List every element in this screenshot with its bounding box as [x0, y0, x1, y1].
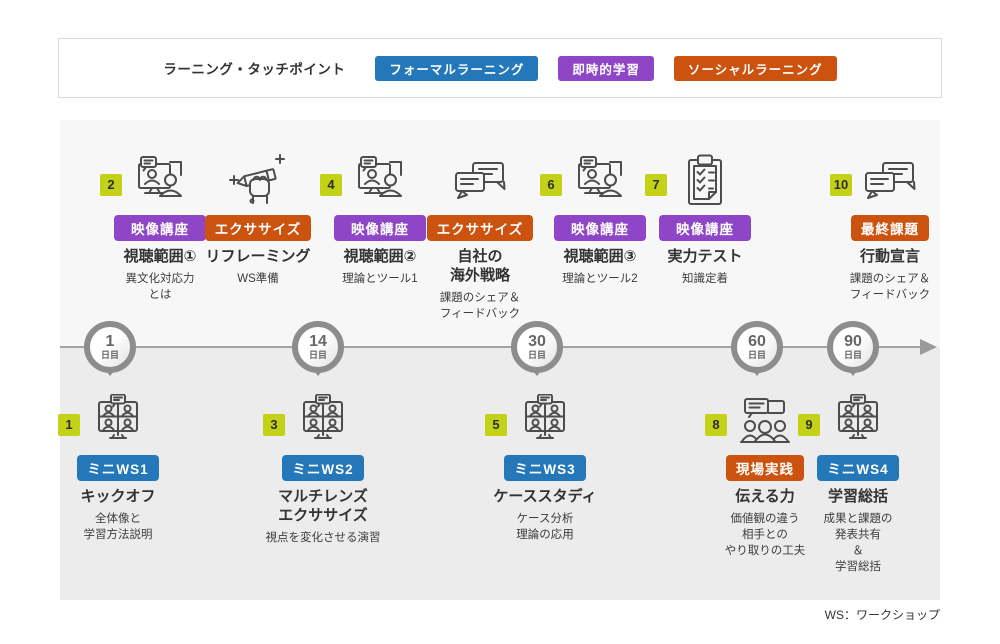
item-desc: ケース分析 理論の応用	[516, 512, 574, 541]
item-title: 行動宣言	[859, 248, 920, 265]
milestone-circle: 30 日目	[511, 321, 563, 373]
chat-bubbles-icon	[861, 148, 919, 208]
timeline-item-ws3: 5 ミニWS3 ケーススタディ ケース分析 理論の応用	[470, 388, 620, 543]
step-number-badge: 2	[100, 174, 122, 196]
milestone-day-90: 90 日目	[827, 321, 879, 376]
group-discussion-icon	[733, 388, 797, 448]
timeline-item-ws2: 3 ミニWS2 マルチレンズ エクササイズ 視点を変化させる演習	[248, 388, 398, 546]
milestone-number: 90	[844, 333, 862, 350]
item-title: 視聴範囲③	[563, 248, 637, 265]
milestone-circle: 14 日目	[292, 321, 344, 373]
item-title: 視聴範囲①	[123, 248, 197, 265]
timeline-item-exercise-1: エクササイズ リフレーミング WS準備	[183, 148, 333, 287]
milestone-number: 14	[309, 333, 327, 350]
timeline-item-exercise-2: エクササイズ 自社の 海外戦略 課題のシェア＆ フィードバック	[405, 148, 555, 322]
item-desc: 成果と課題の 発表共有 ＆ 学習総括	[823, 512, 893, 574]
category-badge: 映像講座	[114, 215, 206, 241]
video-lecture-icon	[129, 148, 191, 208]
timeline-item-video-2: 4 映像講座 視聴範囲② 理論とツール1	[305, 148, 455, 287]
legend-badge-social-learning: ソーシャルラーニング	[673, 55, 837, 81]
item-desc: 知識定着	[682, 272, 728, 285]
milestone-number: 1	[105, 333, 115, 350]
item-desc: 視点を変化させる演習	[265, 531, 381, 544]
legend-bar: ラーニング・タッチポイント フォーマルラーニング 即時的学習 ソーシャルラーニン…	[58, 38, 942, 98]
item-desc: 理論とツール2	[562, 272, 638, 285]
item-title: 実力テスト	[667, 248, 743, 265]
hand-pencil-icon	[228, 148, 288, 208]
milestone-day-60: 60 日目	[731, 321, 783, 376]
milestone-number: 60	[748, 333, 766, 350]
step-number-badge: 1	[58, 414, 80, 436]
timeline-item-final-task: 10 最終課題 行動宣言 課題のシェア＆ フィードバック	[815, 148, 965, 303]
video-lecture-icon	[569, 148, 631, 208]
step-number-badge: 4	[320, 174, 342, 196]
legend-badge-instant-learning: 即時的学習	[558, 55, 654, 81]
step-number-badge: 6	[540, 174, 562, 196]
milestone-day-30: 30 日目	[511, 321, 563, 376]
category-badge: ミニWS1	[77, 455, 159, 481]
item-desc: 異文化対応力 とは	[125, 272, 195, 301]
item-title: 学習総括	[827, 488, 888, 505]
milestone-number: 30	[528, 333, 546, 350]
video-lecture-icon	[349, 148, 411, 208]
timeline-item-video-1: 2 映像講座 視聴範囲① 異文化対応力 とは	[85, 148, 235, 303]
item-title: 伝える力	[735, 488, 795, 505]
category-badge: 現場実践	[726, 455, 804, 481]
step-number-badge: 10	[830, 174, 852, 196]
clipboard-check-icon	[680, 148, 730, 208]
milestone-circle: 60 日目	[731, 321, 783, 373]
item-desc: 価値観の違う 相手との やり取りの工夫	[724, 512, 806, 557]
milestone-unit: 日目	[308, 350, 327, 360]
category-badge: エクササイズ	[204, 215, 312, 241]
category-badge: ミニWS3	[504, 455, 586, 481]
step-number-badge: 5	[485, 414, 507, 436]
ws-footnote: WS：ワークショップ	[824, 608, 940, 622]
item-desc: 課題のシェア＆ フィードバック	[439, 291, 521, 320]
step-number-badge: 3	[263, 414, 285, 436]
legend-badge-formal-learning: フォーマルラーニング	[375, 55, 539, 81]
timeline-item-ws4: 9 ミニWS4 学習総括 成果と課題の 発表共有 ＆ 学習総括	[783, 388, 933, 575]
timeline-item-field-practice: 8 現場実践 伝える力 価値観の違う 相手との やり取りの工夫	[690, 388, 840, 559]
milestone-unit: 日目	[843, 350, 862, 360]
item-title: マルチレンズ エクササイズ	[278, 488, 368, 524]
timeline-item-test: 7 映像講座 実力テスト 知識定着	[630, 148, 780, 287]
item-desc: WS準備	[237, 272, 279, 285]
milestone-unit: 日目	[100, 350, 119, 360]
milestone-unit: 日目	[747, 350, 766, 360]
timeline-item-video-3: 6 映像講座 視聴範囲③ 理論とツール2	[525, 148, 675, 287]
category-badge: 映像講座	[659, 215, 751, 241]
category-badge: ミニWS4	[817, 455, 899, 481]
item-title: 視聴範囲②	[343, 248, 417, 265]
timeline-axis	[60, 346, 924, 348]
video-conference-icon	[293, 388, 353, 448]
item-desc: 全体像と 学習方法説明	[83, 512, 153, 541]
step-number-badge: 7	[645, 174, 667, 196]
milestone-circle: 1 日目	[84, 321, 136, 373]
category-badge: ミニWS2	[282, 455, 364, 481]
milestone-unit: 日目	[527, 350, 546, 360]
video-conference-icon	[88, 388, 148, 448]
item-title: リフレーミング	[205, 248, 311, 265]
category-badge: 映像講座	[334, 215, 426, 241]
legend-title: ラーニング・タッチポイント	[163, 62, 346, 77]
item-desc: 理論とツール1	[342, 272, 418, 285]
timeline-item-ws1: 1 ミニWS1 キックオフ 全体像と 学習方法説明	[43, 388, 193, 543]
milestone-day-14: 14 日目	[292, 321, 344, 376]
item-title: 自社の 海外戦略	[449, 248, 510, 284]
category-badge: 最終課題	[851, 215, 929, 241]
timeline-arrow-icon	[920, 339, 937, 355]
item-desc: 課題のシェア＆ フィードバック	[849, 272, 931, 301]
step-number-badge: 8	[705, 414, 727, 436]
chat-bubbles-icon	[451, 148, 509, 208]
item-title: キックオフ	[80, 488, 156, 505]
video-conference-icon	[828, 388, 888, 448]
category-badge: エクササイズ	[426, 215, 534, 241]
step-number-badge: 9	[798, 414, 820, 436]
item-title: ケーススタディ	[493, 488, 597, 505]
milestone-day-1: 1 日目	[84, 321, 136, 376]
milestone-circle: 90 日目	[827, 321, 879, 373]
video-conference-icon	[515, 388, 575, 448]
category-badge: 映像講座	[554, 215, 646, 241]
